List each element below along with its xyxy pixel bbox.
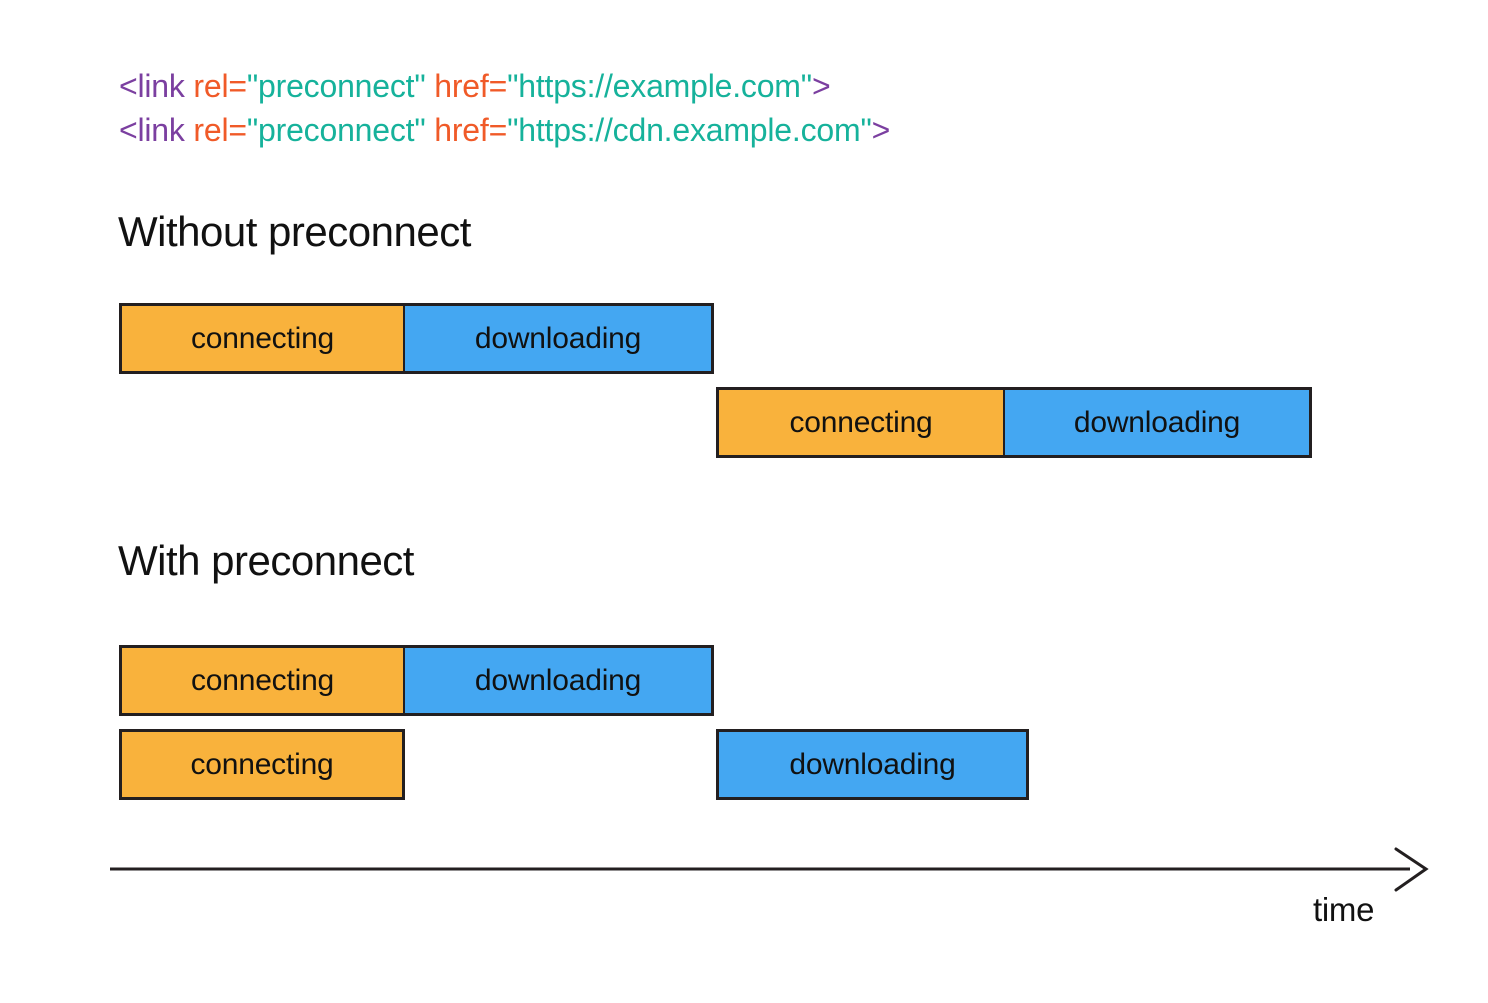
code-snippet: <link rel="preconnect" href="https://exa… bbox=[119, 64, 890, 152]
bar-with-row1-downloading: downloading bbox=[403, 645, 714, 716]
code-value-href: "https://cdn.example.com" bbox=[507, 112, 872, 148]
time-axis-label: time bbox=[1313, 891, 1375, 928]
code-line-1: <link rel="preconnect" href="https://exa… bbox=[119, 64, 890, 108]
code-tag-open: <link bbox=[119, 68, 185, 104]
section-heading-without-preconnect: Without preconnect bbox=[118, 208, 471, 255]
bar-without-row2-connecting: connecting bbox=[716, 387, 1005, 458]
code-value-rel: "preconnect" bbox=[246, 112, 426, 148]
bar-without-row1-downloading: downloading bbox=[403, 303, 714, 374]
bar-with-row2-connecting: connecting bbox=[119, 729, 405, 800]
code-attribute-rel: rel= bbox=[184, 68, 247, 104]
code-attribute-rel: rel= bbox=[184, 112, 247, 148]
section-heading-with-preconnect: With preconnect bbox=[118, 537, 414, 584]
code-tag-open: <link bbox=[119, 112, 185, 148]
code-line-2: <link rel="preconnect" href="https://cdn… bbox=[119, 108, 890, 152]
code-tag-close: > bbox=[871, 112, 891, 148]
code-attribute-href: href= bbox=[425, 112, 508, 148]
code-value-rel: "preconnect" bbox=[246, 68, 426, 104]
bar-without-row1-connecting: connecting bbox=[119, 303, 405, 374]
code-tag-close: > bbox=[811, 68, 831, 104]
code-value-href: "https://example.com" bbox=[507, 68, 812, 104]
bar-without-row2-downloading: downloading bbox=[1003, 387, 1312, 458]
bar-with-row2-downloading: downloading bbox=[716, 729, 1029, 800]
bar-with-row1-connecting: connecting bbox=[119, 645, 405, 716]
code-attribute-href: href= bbox=[425, 68, 508, 104]
time-axis-arrow bbox=[110, 847, 1429, 892]
